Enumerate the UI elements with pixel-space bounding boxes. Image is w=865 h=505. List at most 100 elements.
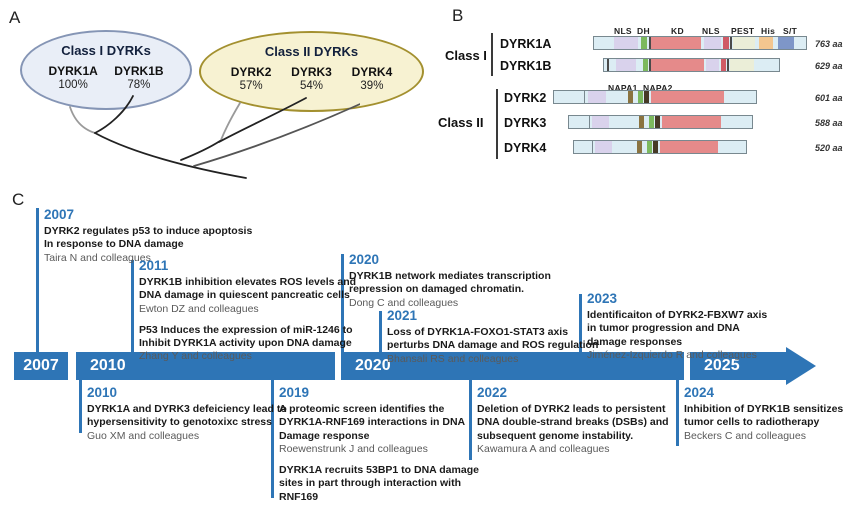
member-name: DYRK2 xyxy=(230,65,272,79)
timeline-segment-2007: 2007 xyxy=(14,352,68,380)
event-authors: Kawamura A and colleagues xyxy=(477,443,610,456)
timeline-segment-2010: 2010 xyxy=(76,352,335,380)
his-domain xyxy=(759,37,773,49)
timeline-segment-2020: 2020 xyxy=(341,352,684,380)
connector-2011 xyxy=(131,260,134,352)
event-title: DYRK1B inhibition elevates ROS levels an… xyxy=(139,276,357,302)
event-year: 2022 xyxy=(477,385,508,400)
event-title: Deletion of DYRK2 leads to persistent DN… xyxy=(477,403,669,442)
event-year: 2007 xyxy=(44,207,75,222)
connector-2019 xyxy=(271,380,274,498)
event-year: 2011 xyxy=(139,258,169,273)
divider xyxy=(607,59,609,71)
event-2011: 2011 DYRK1B inhibition elevates ROS leve… xyxy=(139,258,367,371)
event-year: 2010 xyxy=(87,385,118,400)
kinase-domain xyxy=(651,37,701,49)
event-authors: Zhang Y and colleagues xyxy=(139,350,252,363)
napa2-domain xyxy=(644,91,649,103)
kinase-domain xyxy=(651,59,704,71)
domain-label-nls2: NLS xyxy=(702,26,720,36)
event-year: 2023 xyxy=(587,291,618,306)
connector-2010 xyxy=(79,380,82,433)
panel-b-label: B xyxy=(452,6,464,25)
domain-label-napa2: NAPA2 xyxy=(643,83,673,93)
red-stripe xyxy=(721,59,726,71)
class2-bracket xyxy=(496,89,498,159)
dh-domain xyxy=(643,59,648,71)
dh-domain xyxy=(641,37,647,49)
timeline-arrowhead xyxy=(786,347,816,385)
protein-bar-dyrk4 xyxy=(573,140,747,154)
row-label-dyrk1a: DYRK1A xyxy=(500,37,552,51)
napa1-domain xyxy=(639,116,644,128)
event-authors: Taira N and colleagues xyxy=(44,251,151,264)
member-name: DYRK1B xyxy=(114,64,164,78)
napa1-domain xyxy=(637,141,642,153)
dh-domain xyxy=(647,141,652,153)
member-identity: 54% xyxy=(299,80,324,92)
class1-title: Class I DYRKs xyxy=(61,43,151,58)
domain-label-nls1: NLS xyxy=(614,26,632,36)
nls-domain xyxy=(706,59,719,71)
red-stripe xyxy=(723,37,729,49)
nls-domain xyxy=(588,91,606,103)
domain-label-st: S/T xyxy=(783,26,798,36)
member-dyrk2: DYRK2 57% xyxy=(231,65,272,92)
dh-domain xyxy=(638,91,643,103)
timeline-segment-2025: 2025 xyxy=(690,352,786,380)
event-2022: 2022 Deletion of DYRK2 leads to persiste… xyxy=(477,385,689,464)
length-dyrk4: 520 aa xyxy=(815,143,843,153)
pest-domain xyxy=(730,59,754,71)
nls-domain xyxy=(704,37,721,49)
protein-bar-dyrk1b xyxy=(603,58,780,72)
nls-domain xyxy=(592,116,609,128)
event-2024: 2024 Inhibition of DYRK1B sensitizes tum… xyxy=(684,385,865,451)
divider xyxy=(592,141,593,153)
event-title: A proteomic screen identifies the DYRK1A… xyxy=(279,403,465,442)
napa1-domain xyxy=(628,91,633,103)
divider xyxy=(649,37,651,49)
connector-2020 xyxy=(341,254,344,352)
member-name: DYRK4 xyxy=(351,65,393,79)
st-domain xyxy=(778,37,794,49)
event-year: 2021 xyxy=(387,308,418,323)
connector-2007 xyxy=(36,208,39,352)
event-title: P53 Induces the expression of miR-1246 t… xyxy=(139,323,353,349)
length-dyrk2: 601 aa xyxy=(815,93,843,103)
event-title: DYRK1A and DYRK3 defeiciency lead to hyp… xyxy=(87,403,287,429)
panel-a-label: A xyxy=(9,8,21,27)
row-label-dyrk1b: DYRK1B xyxy=(500,59,552,73)
dh-domain xyxy=(649,116,654,128)
event-authors: Jiménez-Izquierdo R and colleagues xyxy=(587,349,757,362)
length-dyrk3: 588 aa xyxy=(815,118,843,128)
member-identity: 100% xyxy=(58,79,88,91)
connector-2021 xyxy=(379,311,382,352)
kinase-domain xyxy=(662,116,721,128)
event-title: Inhibition of DYRK1B sensitizes tumor ce… xyxy=(684,403,844,429)
event-year: 2020 xyxy=(349,252,380,267)
event-authors: Guo XM and colleagues xyxy=(87,429,200,442)
event-authors: Bhansali RS and colleagues xyxy=(387,352,519,365)
event-title: Identificaiton of DYRK2-FBXW7 axis in tu… xyxy=(587,309,768,348)
event-title: DYRK1A recruits 53BP1 to DNA damage site… xyxy=(279,463,479,503)
kinase-domain xyxy=(660,141,718,153)
member-identity: 78% xyxy=(127,79,151,91)
member-dyrk3: DYRK3 54% xyxy=(291,65,332,92)
event-2007: 2007 DYRK2 regulates p53 to induce apopt… xyxy=(44,207,262,273)
event-2020-above: 2020 DYRK1B network mediates transcripti… xyxy=(349,252,554,318)
class2-ellipse: Class II DYRKs DYRK2 57% DYRK3 54% DYRK4… xyxy=(199,31,424,112)
length-dyrk1b: 629 aa xyxy=(815,61,843,71)
divider xyxy=(649,59,651,71)
class2-members: DYRK2 57% DYRK3 54% DYRK4 39% xyxy=(201,65,422,92)
connector-2022 xyxy=(469,380,472,460)
event-title: DYRK2 regulates p53 to induce apoptosis … xyxy=(44,225,253,251)
member-identity: 57% xyxy=(239,80,263,92)
protein-bar-dyrk3 xyxy=(568,115,753,129)
divider xyxy=(589,116,590,128)
nls-domain xyxy=(614,37,638,49)
event-title: DYRK1B network mediates transcription re… xyxy=(349,270,551,296)
divider xyxy=(730,37,732,49)
domain-label-kd: KD xyxy=(671,26,684,36)
protein-bar-dyrk1a xyxy=(593,36,807,50)
